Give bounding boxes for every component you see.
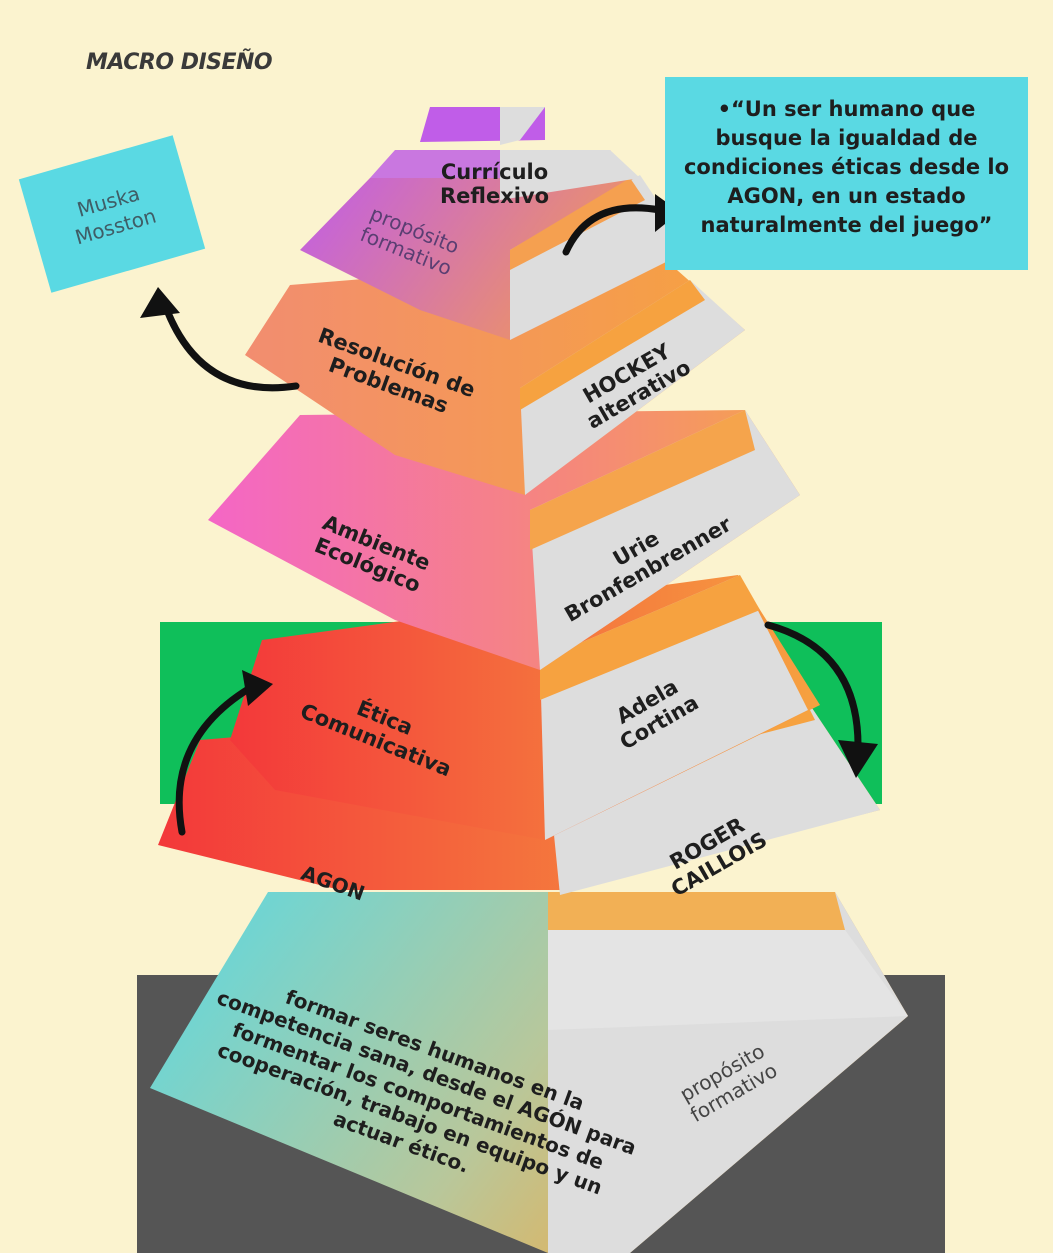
pyramid-base-tier [150,892,908,1253]
arrow-down-right-icon [764,621,862,754]
arrows [161,204,862,836]
top-left-label: Currículo Reflexivo [440,160,549,208]
page-title: MACRO DISEÑO [86,50,273,75]
top-left-line2: Reflexivo [440,184,550,209]
arrow-up-left-icon [175,684,254,836]
arrow-to-quote-icon [562,204,664,256]
quote-box: •“Un ser humano que busque la igualdad d… [665,77,1028,270]
arrow-to-muska-icon [161,301,300,392]
pyramid-level-2 [245,255,745,495]
pyramid-level-3 [208,410,800,670]
top-left-line1: Currículo [440,160,549,184]
pyramid-level-4 [230,575,820,840]
